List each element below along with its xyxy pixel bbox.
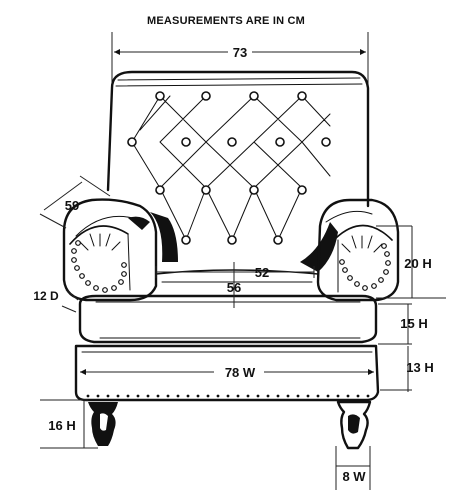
arm-depth-dimension: 59	[39, 175, 111, 229]
left-arm	[62, 198, 158, 302]
base-height-dimension: 13 H	[380, 346, 434, 392]
nailhead-trim	[86, 394, 370, 398]
right-leg	[336, 400, 372, 450]
cushion-height-label: 15 H	[400, 316, 427, 331]
arm-diameter-label: 12 D	[33, 289, 59, 303]
tufted-back	[127, 91, 331, 245]
seat-cushion	[78, 294, 378, 344]
diagram-title: MEASUREMENTS ARE IN CM	[147, 15, 305, 27]
base-height-label: 13 H	[406, 360, 433, 375]
chair-base	[74, 344, 380, 402]
overall-width-label: 73	[233, 45, 247, 60]
back-height-label: 20 H	[404, 256, 431, 271]
leg-width-dimension: 8 W	[335, 446, 371, 490]
leg-width-label: 8 W	[342, 469, 366, 484]
seat-width-label: 52	[255, 265, 269, 280]
seat-depth-dimension: 56	[227, 262, 241, 308]
overall-width-dimension: 73	[111, 32, 369, 84]
seat-width-dimension: 52	[155, 265, 315, 280]
cushion-height-dimension: 15 H	[378, 303, 428, 345]
chair-back	[106, 70, 370, 208]
arm-diameter-dimension: 12 D	[33, 289, 79, 313]
seat-depth-label: 56	[227, 280, 241, 295]
arm-depth-label: 59	[65, 198, 79, 213]
base-width-dimension: 78 W	[80, 365, 374, 380]
left-leg	[88, 402, 118, 446]
leg-height-label: 16 H	[48, 418, 75, 433]
leg-height-dimension: 16 H	[40, 399, 98, 449]
base-width-label: 78 W	[225, 365, 256, 380]
armchair-drawing	[62, 70, 400, 450]
back-height-dimension: 20 H	[376, 225, 446, 299]
